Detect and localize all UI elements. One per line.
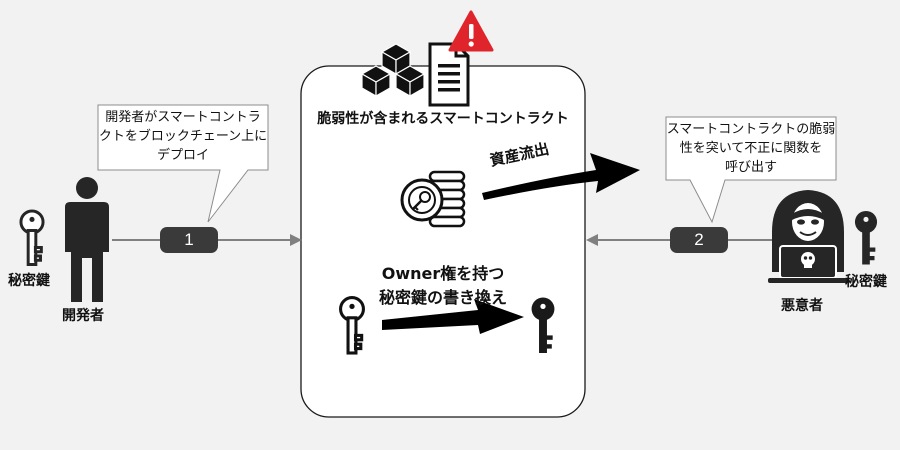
developer-callout-line: クトをブロックチェーン上に [98,129,268,144]
developer-label: 開発者 [62,308,104,324]
coins-icon [400,170,466,228]
developer-callout-text: 開発者がスマートコントラ クトをブロックチェーン上に デプロイ [98,108,268,165]
step-badge-2 [670,227,728,253]
key-swap-arrow [382,299,524,334]
key-swap-line: Owner権を持つ [381,264,505,283]
step-badge-1 [160,227,218,253]
developer-person-icon [65,177,109,302]
step-number-2: 2 [694,230,704,249]
attacker-key-label: 秘密鍵 [845,274,887,290]
attacker-callout-line: 性を突いて不正に関数を [679,141,823,156]
key-swap-line: 秘密鍵の書き換え [378,288,507,307]
attacker-label: 悪意者 [781,298,823,314]
attacker-callout-text: スマートコントラクトの脆弱 性を突いて不正に関数を 呼び出す [666,120,836,177]
developer-key-label: 秘密鍵 [8,273,50,289]
developer-key-icon [19,209,45,266]
asset-outflow-arrow [482,153,640,200]
attacker-callout-bubble [665,116,837,224]
attacker-key-icon [854,210,878,265]
contract-title: 脆弱性が含まれるスマートコントラクト [317,111,569,127]
developer-callout-bubble [97,104,269,223]
old-key-icon [339,296,365,355]
attacker-callout-line: 呼び出す [724,160,777,175]
developer-callout-line: デプロイ [156,148,209,163]
key-swap-label: Owner権を持つ 秘密鍵の書き換え [301,262,585,310]
document-icon [428,42,470,107]
blocks-icon [360,43,426,98]
developer-callout-line: 開発者がスマートコントラ [105,110,261,125]
warning-icon [448,10,494,52]
step-number-1: 1 [184,230,194,249]
new-key-icon [531,297,555,353]
attacker-hacker-icon [768,190,848,283]
attacker-callout-line: スマートコントラクトの脆弱 [666,122,836,137]
